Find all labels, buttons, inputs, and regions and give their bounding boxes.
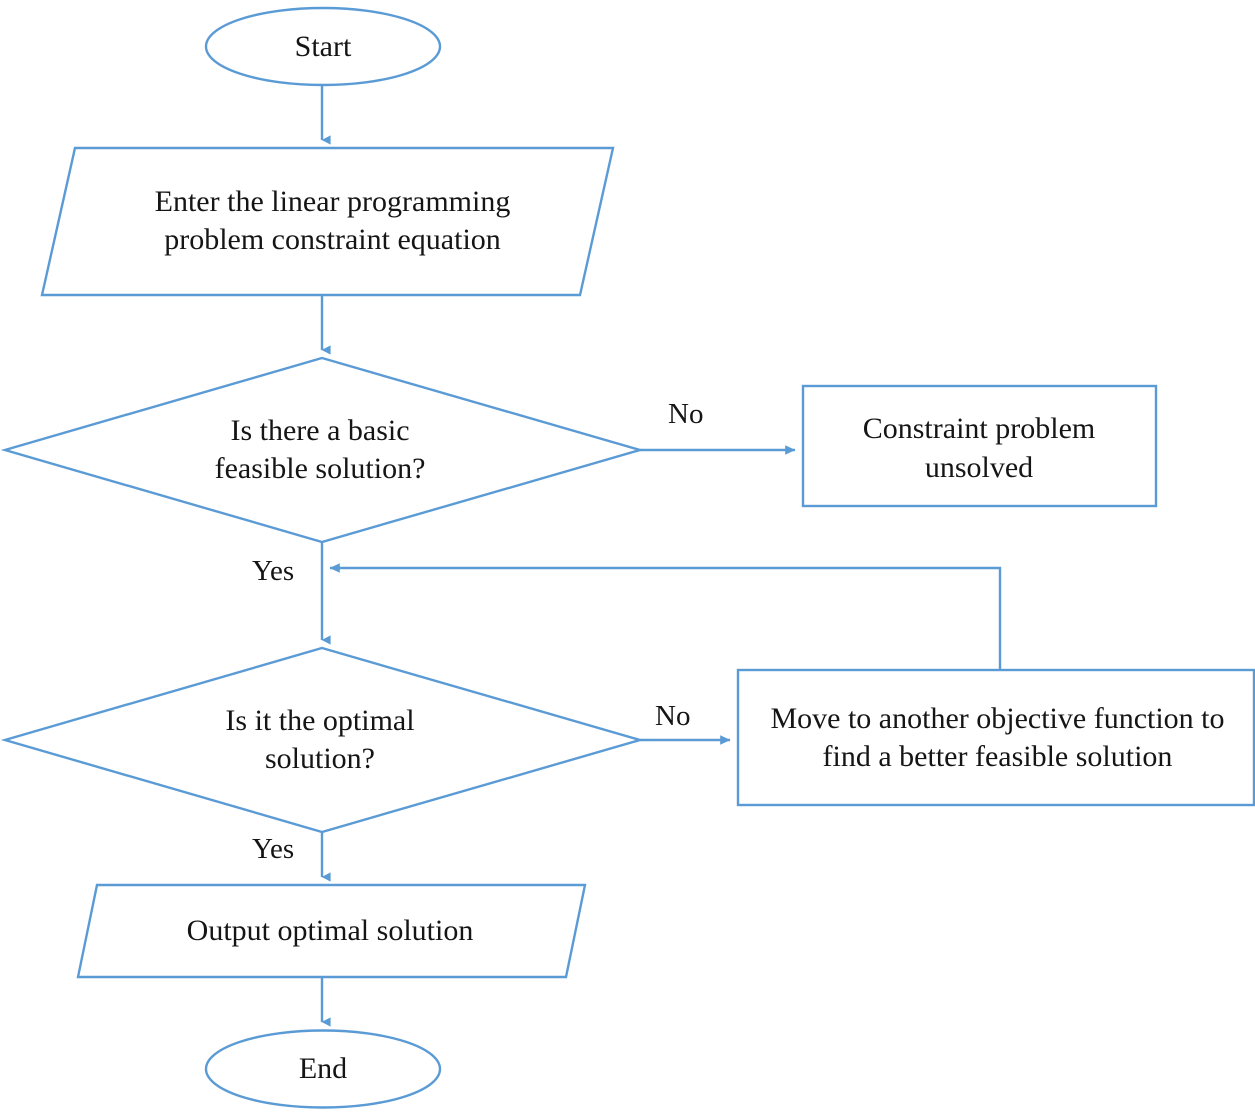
node-decision-optimal-shape [0, 646, 645, 834]
node-move-objective-shape [736, 668, 1255, 807]
edge-label-no-basic-feasible: No [668, 398, 704, 430]
node-start-shape [204, 6, 442, 87]
node-output-optimal-shape [76, 883, 587, 979]
node-end-shape [204, 1029, 442, 1109]
node-constraint-unsolved-shape [801, 384, 1158, 508]
edge-label-no-optimal: No [655, 700, 691, 732]
edge-move-objective-feedback-to-decision-optimal [329, 563, 1002, 670]
edge-label-yes-optimal: Yes [252, 833, 295, 865]
node-decision-basic-feasible-shape [0, 356, 645, 544]
edge-label-yes-basic-feasible: Yes [252, 555, 295, 587]
node-input-constraints-shape [40, 146, 615, 297]
